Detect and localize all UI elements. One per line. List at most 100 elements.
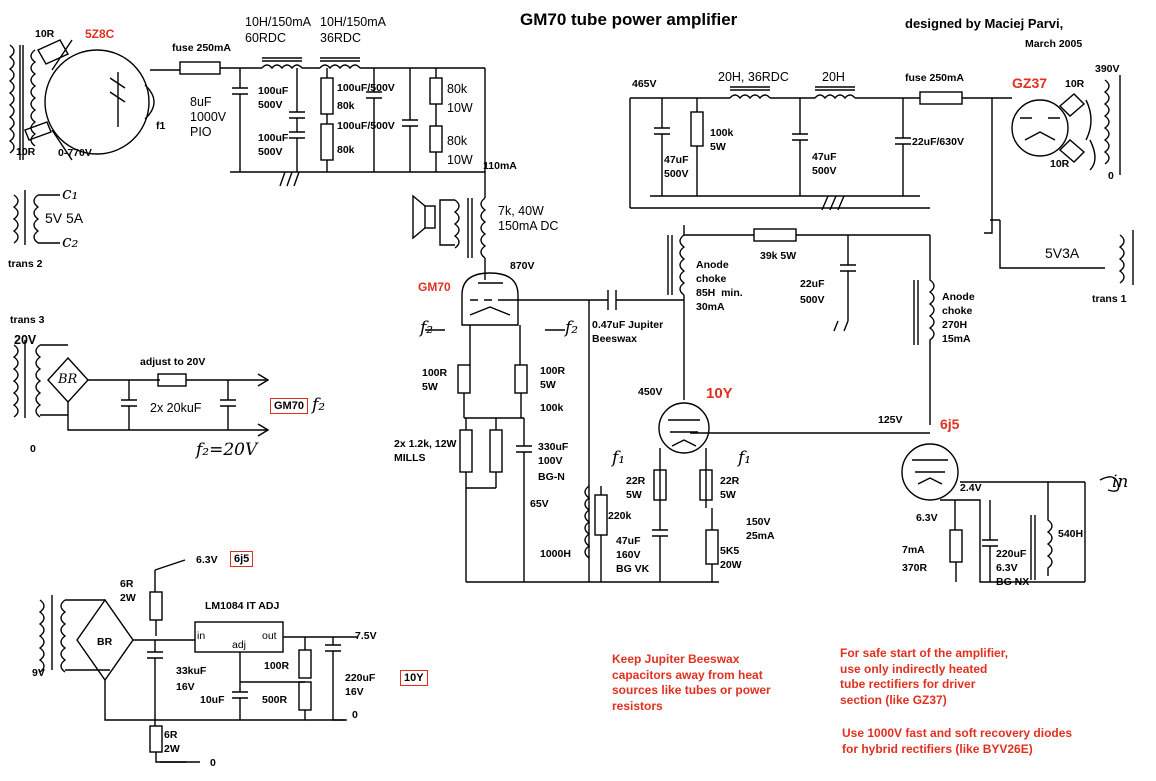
hv-tx-voltage: 0-770V — [58, 147, 92, 159]
heat-box-6j5: 6j5 — [230, 551, 254, 567]
hv-c3: 100uF/500V — [337, 82, 395, 94]
heat-c33k: 33kuF 16V — [176, 665, 207, 693]
driver-choke-1 — [729, 86, 771, 100]
label-6j5: 6j5 — [940, 416, 960, 432]
drv-r22a: 22R 5W — [626, 475, 646, 501]
out-mills: 2x 1.2k, 12W MILLS — [394, 438, 457, 464]
drv-trans1: trans 1 — [1092, 293, 1127, 305]
choke-1 — [261, 57, 303, 70]
driver-choke-2 — [814, 86, 856, 100]
drv-v63: 6.3V — [916, 512, 938, 524]
fil-f2-20v: f₂=20V — [196, 440, 258, 460]
trans2-c1: c₁ — [62, 184, 79, 204]
heat-c10: 10uF — [200, 694, 225, 706]
label-gm70: GM70 — [418, 280, 451, 294]
6j5-tube — [901, 443, 959, 501]
fil-f2: f₂ — [312, 395, 326, 415]
heat-br: BR — [97, 636, 113, 648]
hv-r1: 10R — [35, 28, 55, 40]
out-anode-v: 870V — [510, 260, 535, 272]
out-r100k: 100k — [540, 402, 564, 414]
heat-r6b: 6R 2W — [164, 729, 180, 755]
heat-v9: 9V — [32, 667, 45, 679]
trans2 — [12, 190, 60, 245]
drv-input: in — [1112, 472, 1129, 492]
drv-r100k: 100k 5W — [710, 127, 734, 153]
drv-choke1-label: 20H, 36RDC — [718, 70, 789, 84]
hv-fuse — [179, 61, 221, 75]
drv-f1-left: f₁ — [612, 448, 626, 468]
drv-r10a: 10R — [1065, 78, 1085, 90]
note-diodes: Use 1000V fast and soft recovery diodes … — [842, 726, 1073, 756]
hv-r2: 10R — [16, 146, 36, 158]
drv-r5k5: 5K5 20W — [720, 545, 742, 571]
heat-pin-in: in — [197, 630, 206, 642]
drv-v24: 2.4V — [960, 482, 982, 494]
heat-zero2: 0 — [210, 757, 216, 769]
hv-r80k-10w-b: 80k 10W — [447, 134, 473, 167]
trans2-c2: c₂ — [62, 232, 79, 252]
drv-v150: 150V 25mA — [746, 516, 775, 542]
out-current: 110mA — [483, 160, 517, 172]
out-f2-right: f₂ — [565, 318, 579, 338]
heat-lm1084: LM1084 IT ADJ — [205, 600, 280, 612]
hv-r80k-10w-a: 80k 10W — [447, 82, 473, 115]
drv-r39k: 39k 5W — [760, 250, 797, 262]
drv-r22b: 22R 5W — [720, 475, 740, 501]
fil-adjust: adjust to 20V — [140, 356, 206, 368]
drv-r370: 370R — [902, 562, 928, 574]
rect-5z8c-tube — [24, 39, 180, 161]
trans3-label: trans 3 — [10, 314, 45, 326]
note-beeswax: Keep Jupiter Beeswax capacitors away fro… — [612, 652, 771, 713]
hv-choke1: 10H/150mA 60RDC — [245, 15, 312, 45]
out-bgn: BG-N — [538, 471, 565, 483]
gz37-tube — [1011, 93, 1096, 171]
out-r100-a: 100R 5W — [422, 367, 448, 393]
r80k-a — [429, 77, 443, 105]
choke-2 — [319, 57, 361, 70]
heat-v63: 6.3V — [196, 554, 218, 566]
drv-choke540: 540H — [1058, 528, 1084, 540]
out-cath-cap: 330uF 100V — [538, 441, 569, 467]
page-title: GM70 tube power amplifier — [520, 10, 738, 29]
drv-anode-choke1: Anode choke 85H min. 30mA — [696, 259, 743, 313]
heat-r500: 500R — [262, 694, 288, 706]
label-10y: 10Y — [706, 385, 733, 402]
fil-caps: 2x 20kuF — [150, 401, 202, 415]
drv-c47a: 47uF 500V — [664, 154, 689, 180]
drv-c47b: 47uF 500V — [812, 151, 837, 177]
hv-transformer — [8, 44, 37, 160]
drv-c220: 220uF 6.3V BG NX — [996, 548, 1030, 588]
drv-zero: 0 — [1108, 170, 1114, 182]
hv-c1: 100uF 500V — [258, 85, 289, 111]
drv-f1-right: f₁ — [738, 448, 752, 468]
design-date: March 2005 — [1025, 38, 1083, 50]
hv-choke2: 10H/150mA 36RDC — [320, 15, 387, 45]
trans3 — [12, 340, 42, 418]
drv-c22-500: 22uF 500V — [800, 278, 825, 306]
hv-c4: 100uF/500V — [337, 120, 395, 132]
note-safe-start: For safe start of the amplifier, use onl… — [840, 646, 1009, 707]
heat-c220: 220uF 16V — [345, 672, 376, 698]
hv-r80k-a: 80k — [337, 100, 355, 112]
out-r220k: 220k — [608, 510, 632, 522]
drv-r10b: 10R — [1050, 158, 1070, 170]
out-coupling: 0.47uF Jupiter Beeswax — [592, 319, 664, 345]
designer-credit: designed by Maciej Parvi, — [905, 16, 1064, 31]
output-transformer — [412, 194, 487, 259]
heat-v75: 7.5V — [355, 630, 377, 642]
drv-fil-5v3a: 5V3A — [1045, 245, 1080, 261]
drv-c47vk: 47uF 160V BG VK — [616, 535, 650, 575]
out-v65: 65V — [530, 498, 549, 510]
label-5z8c: 5Z8C — [85, 27, 115, 41]
out-r100-b: 100R 5W — [540, 365, 566, 391]
label-gz37: GZ37 — [1012, 75, 1048, 91]
drv-c22: 22uF/630V — [912, 136, 964, 148]
hv-r80k-b: 80k — [337, 144, 355, 156]
trans-9v — [38, 595, 67, 673]
trans3-v20: 20V — [14, 333, 37, 347]
gm70-tube — [461, 272, 526, 326]
fil-zero: 0 — [30, 443, 36, 455]
